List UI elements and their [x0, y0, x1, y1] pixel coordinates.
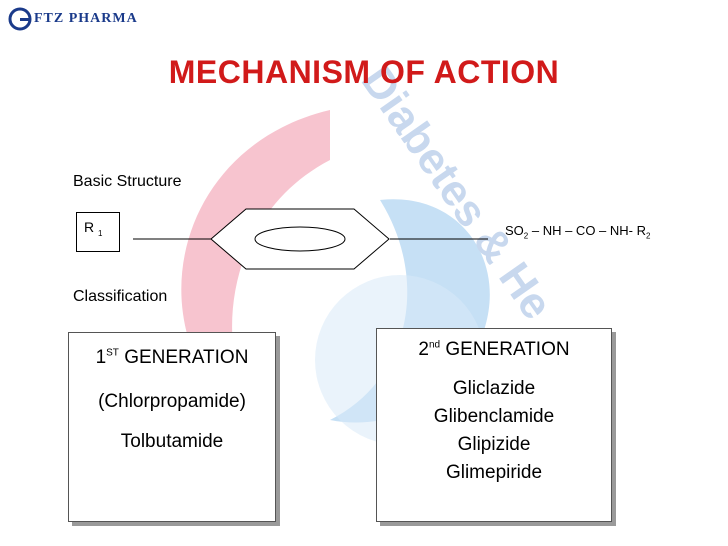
drug-chlorpropamide: (Chlorpropamide) — [98, 391, 246, 412]
drug-tolbutamide: Tolbutamide — [120, 431, 224, 452]
formula-sub2: 2 — [646, 231, 651, 241]
logo-mark-icon — [8, 7, 32, 31]
benzene-ring-hexagon — [210, 208, 390, 270]
first-generation-box: 1ST GENERATION (Chlorpropamide) Tolbutam… — [68, 332, 276, 522]
logo-text: FTZ PHARMA — [34, 11, 138, 26]
slide-title: MECHANISM OF ACTION — [168, 54, 560, 90]
classification-label: Classification — [73, 288, 168, 305]
formula-sub1: 2 — [523, 231, 529, 241]
second-generation-box: 2nd GENERATION Gliclazide Glibenclamide … — [376, 328, 612, 522]
basic-structure-label: Basic Structure — [73, 173, 182, 190]
formula-part1: SO — [505, 223, 524, 238]
drug-glibenclamide: Glibenclamide — [433, 406, 555, 427]
second-generation-heading: 2nd GENERATION — [418, 339, 570, 360]
drug-gliclazide: Gliclazide — [452, 378, 536, 399]
first-generation-heading: 1ST GENERATION — [95, 347, 249, 368]
formula-part2: – NH – CO – NH- R — [528, 223, 646, 238]
company-logo: FTZ PHARMA — [8, 6, 138, 32]
r1-base: R — [84, 219, 95, 235]
r1-group-box: R 1 — [76, 212, 120, 252]
benzene-ring-inner-circle — [254, 226, 346, 252]
drug-glipizide: Glipizide — [457, 434, 531, 455]
sulfonylurea-formula: SO2 – NH – CO – NH- R2 — [505, 223, 650, 241]
drug-glimepiride: Glimepiride — [445, 462, 543, 483]
r1-subscript: 1 — [98, 228, 103, 238]
